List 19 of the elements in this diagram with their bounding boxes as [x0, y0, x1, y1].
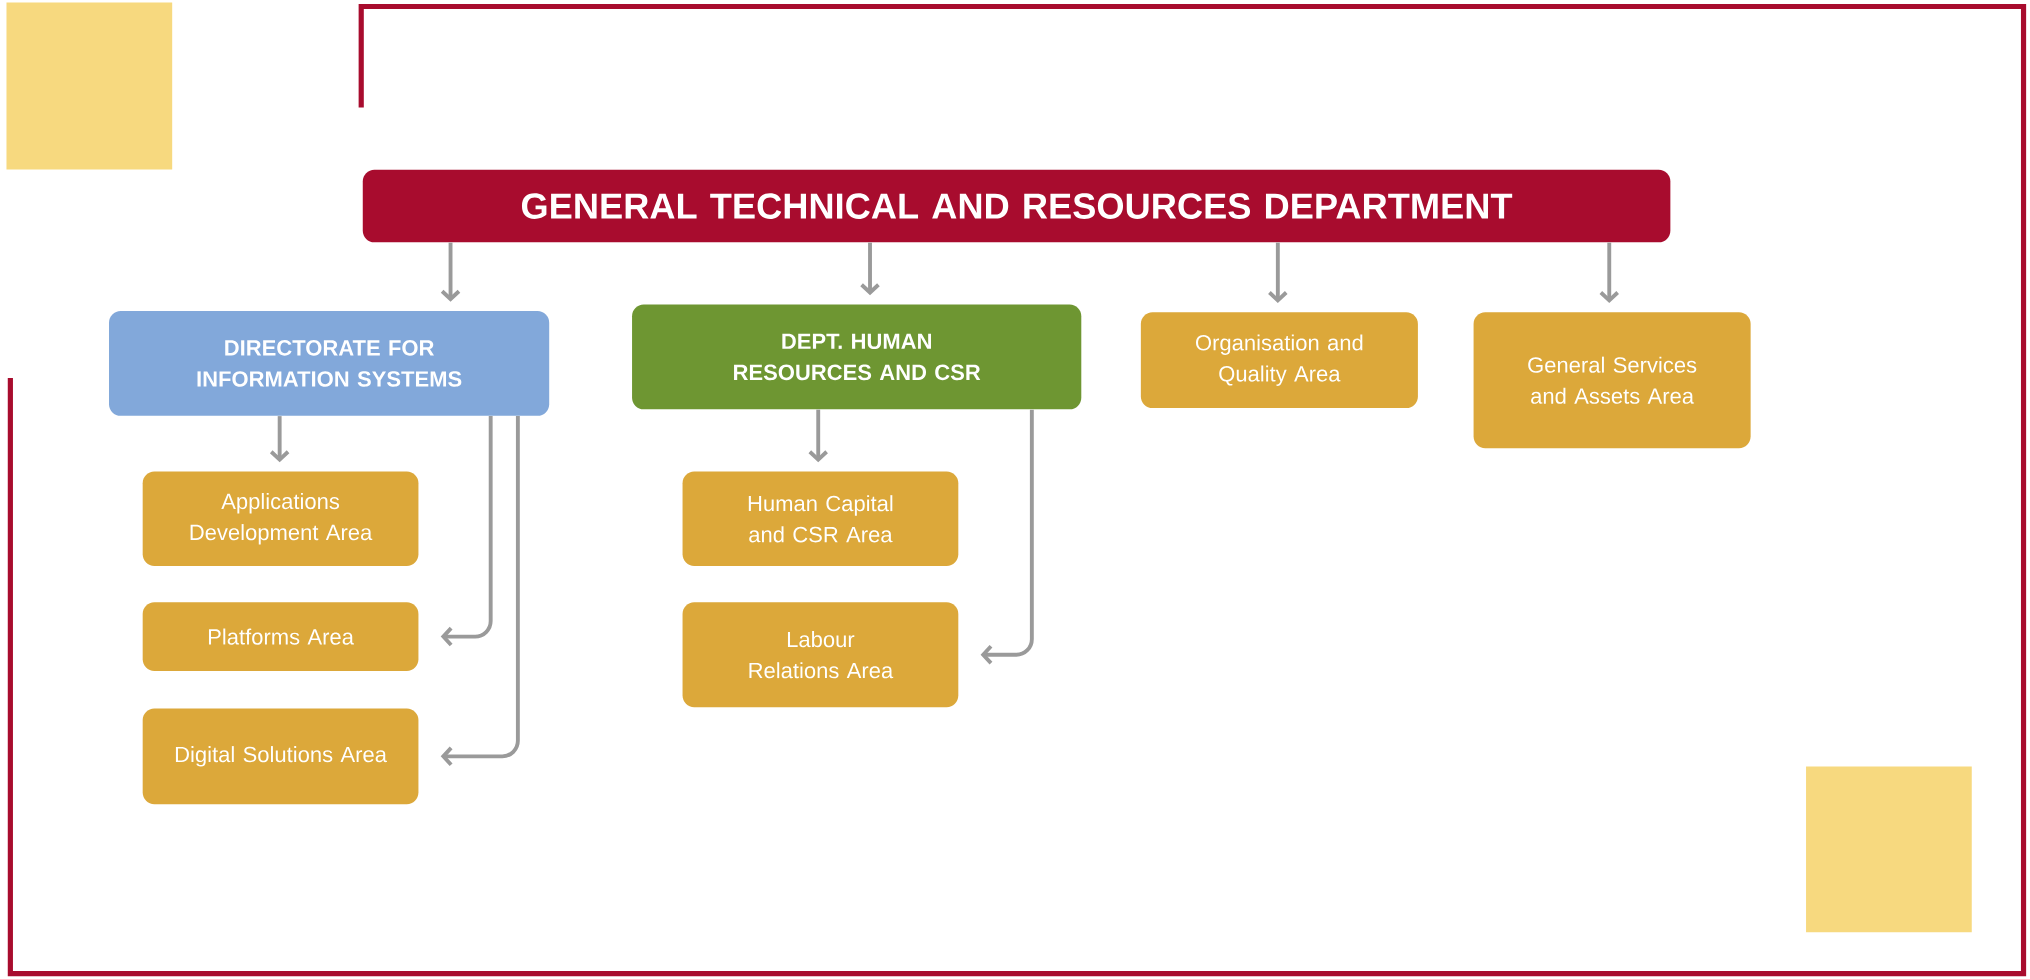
- arrow: [440, 416, 493, 647]
- area-box: Digital Solutions Area: [142, 708, 419, 805]
- arrow: [860, 242, 880, 296]
- area-box: Platforms Area: [142, 602, 419, 671]
- area-box: Human Capital and CSR Area: [682, 471, 959, 567]
- arrow: [1268, 242, 1288, 304]
- area-box: General Services and Assets Area: [1473, 312, 1751, 449]
- department-box: DEPT. HUMAN RESOURCES AND CSR: [632, 304, 1082, 410]
- directorate-box: DIRECTORATE FOR INFORMATION SYSTEMS: [109, 311, 550, 416]
- arrow: [269, 416, 290, 463]
- department-box: GENERAL TECHNICAL AND RESOURCES DEPARTMENT: [362, 170, 1671, 243]
- arrow: [1599, 242, 1619, 304]
- arrow: [440, 242, 461, 302]
- area-box: Labour Relations Area: [682, 602, 959, 708]
- arrow: [440, 416, 520, 767]
- area-box: Organisation and Quality Area: [1140, 312, 1418, 409]
- arrow: [980, 409, 1034, 665]
- arrow: [808, 409, 828, 463]
- area-box: Applications Development Area: [142, 471, 419, 567]
